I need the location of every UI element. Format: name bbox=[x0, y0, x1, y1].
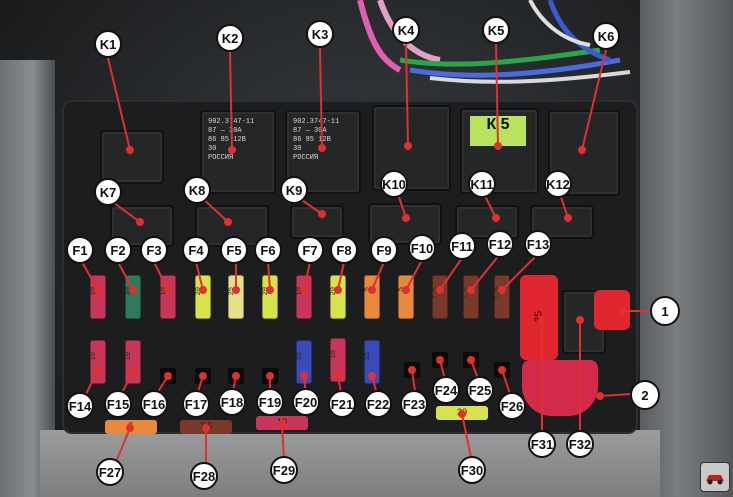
callout-f23: F23 bbox=[400, 390, 428, 418]
callout-f19: F19 bbox=[256, 388, 284, 416]
callout-f24: F24 bbox=[432, 376, 460, 404]
fuse-f22: 15 bbox=[364, 340, 380, 384]
fuse-f2: 30 bbox=[125, 275, 141, 319]
callout-f10: F10 bbox=[408, 234, 436, 262]
fuse-f10: 5 bbox=[398, 275, 414, 319]
callout-f18: F18 bbox=[218, 388, 246, 416]
wiring-harness bbox=[357, 0, 631, 84]
callout-k6: K6 bbox=[592, 22, 620, 50]
fuse-f14: 10 bbox=[90, 340, 106, 384]
fuse-f8: 20 bbox=[330, 275, 346, 319]
callout-f7: F7 bbox=[296, 236, 324, 264]
callout-f20: F20 bbox=[292, 388, 320, 416]
fuse-f9: 5 bbox=[364, 275, 380, 319]
fuse-f20: 15 bbox=[296, 340, 312, 384]
callout-k10: K10 bbox=[380, 170, 408, 198]
right-trim-panel bbox=[640, 0, 733, 497]
car-logo-icon bbox=[706, 475, 724, 485]
relay-label: 902.3747-11 87 — 30A 86 85 12В 30 РОССИЯ bbox=[293, 118, 340, 162]
callout-f11: F11 bbox=[448, 232, 476, 260]
fuse-f7: 10 bbox=[296, 275, 312, 319]
callout-f30: F30 bbox=[458, 456, 486, 484]
callout-k5: K5 bbox=[482, 16, 510, 44]
callout-f25: F25 bbox=[466, 376, 494, 404]
callout-k3: K3 bbox=[306, 20, 334, 48]
fuse-f21: 10 bbox=[330, 338, 346, 382]
callout-f3: F3 bbox=[140, 236, 168, 264]
callout-k7: K7 bbox=[94, 178, 122, 206]
callout-f8: F8 bbox=[330, 236, 358, 264]
fuse-f6: 20 bbox=[262, 275, 278, 319]
fuse-f5: 25 bbox=[228, 275, 244, 319]
callout-f12: F12 bbox=[486, 230, 514, 258]
fuse-f1: 10 bbox=[90, 275, 106, 319]
fuse-f4: 20 bbox=[195, 275, 211, 319]
callout-f26: F26 bbox=[498, 392, 526, 420]
callout-f6: F6 bbox=[254, 236, 282, 264]
callout-k9: K9 bbox=[280, 176, 308, 204]
callout-1: 1 bbox=[650, 296, 680, 326]
callout-f17: F17 bbox=[182, 390, 210, 418]
callout-f22: F22 bbox=[364, 390, 392, 418]
callout-2: 2 bbox=[630, 380, 660, 410]
site-logo bbox=[700, 462, 730, 492]
fuse-f15: 10 bbox=[125, 340, 141, 384]
callout-k4: K4 bbox=[392, 16, 420, 44]
callout-f2: F2 bbox=[104, 236, 132, 264]
callout-f15: F15 bbox=[104, 390, 132, 418]
part-2 bbox=[522, 360, 598, 416]
callout-f5: F5 bbox=[220, 236, 248, 264]
callout-f1: F1 bbox=[66, 236, 94, 264]
callout-k1: K1 bbox=[94, 30, 122, 58]
relay-k1 bbox=[100, 130, 164, 184]
callout-f31: F31 bbox=[528, 430, 556, 458]
callout-f27: F27 bbox=[96, 458, 124, 486]
callout-f32: F32 bbox=[566, 430, 594, 458]
fuse-f3: 10 bbox=[160, 275, 176, 319]
callout-k12: K12 bbox=[544, 170, 572, 198]
callout-f9: F9 bbox=[370, 236, 398, 264]
callout-f14: F14 bbox=[66, 392, 94, 420]
callout-f4: F4 bbox=[182, 236, 210, 264]
left-trim-panel bbox=[0, 60, 55, 497]
callout-f13: F13 bbox=[524, 230, 552, 258]
callout-f29: F29 bbox=[270, 456, 298, 484]
fuse-f11: 7.5 bbox=[432, 275, 448, 319]
callout-k11: K11 bbox=[468, 170, 496, 198]
relay-k2: 902.3747-11 87 — 30A 86 85 12В 30 РОССИЯ bbox=[200, 110, 276, 194]
callout-f28: F28 bbox=[190, 462, 218, 490]
lower-tray bbox=[40, 430, 660, 497]
callout-k2: K2 bbox=[216, 24, 244, 52]
callout-f21: F21 bbox=[328, 390, 356, 418]
callout-f16: F16 bbox=[140, 390, 168, 418]
callout-k8: K8 bbox=[183, 176, 211, 204]
